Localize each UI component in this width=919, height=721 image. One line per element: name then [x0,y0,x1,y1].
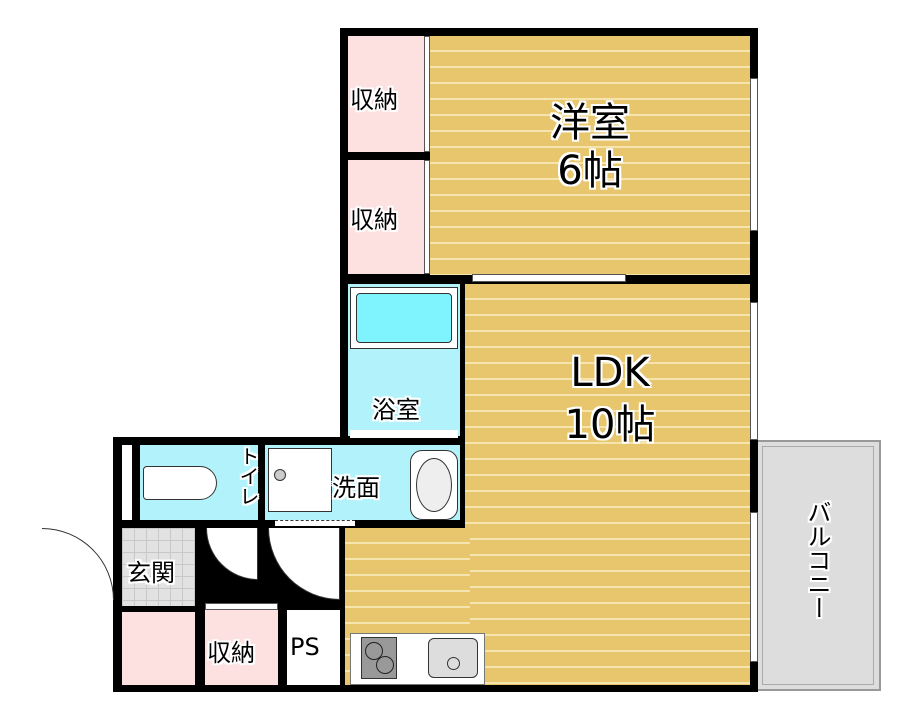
western-room-size: 6帖 [557,148,623,194]
balcony-label: バルコニー [803,500,831,620]
ldk-size: 10帖 [564,402,656,448]
western-room-floor [430,36,750,275]
closet-bottom [205,610,278,685]
front-door[interactable] [42,528,114,600]
ldk-window-upper[interactable] [750,302,758,440]
pipe-space-label: PS [290,633,320,661]
toilet-window[interactable] [122,445,132,520]
closet-top [348,36,424,152]
toilet-bowl-icon [143,466,217,500]
stove-icon [361,637,397,679]
sliding-door-western[interactable] [472,274,626,282]
western-room-name: 洋室 [550,100,630,146]
toilet-label: トイレ [236,446,260,506]
balcony-rail [762,446,874,685]
closet-middle-door[interactable] [424,160,430,274]
closet-middle-label: 収納 [350,206,398,234]
entrance-floor [122,528,195,606]
ldk-name: LDK [570,350,650,396]
closet-bottom-label: 収納 [207,639,255,667]
bathtub-icon [350,287,458,349]
western-room-window[interactable] [750,78,758,231]
entrance-label: 玄関 [127,559,175,587]
washroom-door[interactable] [275,520,355,526]
closet-middle [348,160,424,274]
washing-machine-icon [268,448,332,512]
washbasin-icon [410,450,458,520]
closet-bottom-door[interactable] [205,603,278,610]
ldk-floor [465,284,750,685]
bathroom-label: 浴室 [372,396,420,424]
balcony [757,440,881,691]
washroom-label: 洗面 [332,474,380,502]
closet-top-label: 収納 [350,86,398,114]
bathroom-door[interactable] [350,430,458,438]
ldk-window-lower[interactable] [750,512,758,662]
sink-icon [428,638,478,678]
closet-top-door[interactable] [424,36,430,152]
pipe-space [287,610,340,685]
shoe-closet [122,612,195,685]
